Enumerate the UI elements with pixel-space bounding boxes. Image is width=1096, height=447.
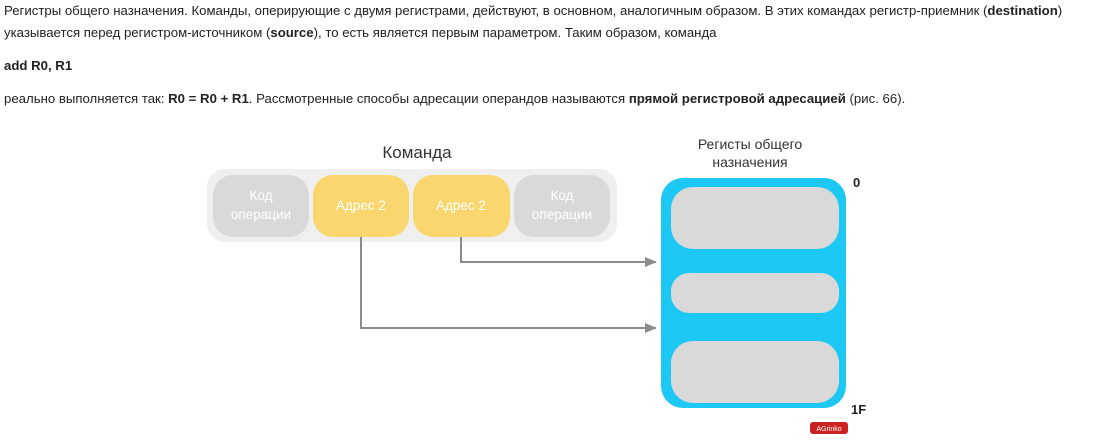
intro-paragraph: Регистры общего назначения. Команды, опе… bbox=[4, 3, 1063, 40]
explanation-paragraph: реально выполняется так: R0 = R0 + R1. Р… bbox=[4, 91, 906, 106]
register-cell-middle bbox=[671, 273, 839, 313]
arrow-from-address-2 bbox=[460, 237, 657, 267]
expression: R0 = R0 + R1 bbox=[168, 91, 249, 106]
opcode-field-left bbox=[213, 175, 309, 237]
register-index-start: 0 bbox=[853, 175, 860, 190]
opcode-left-line2: операции bbox=[231, 207, 291, 222]
registers-title-line1: Регисты общего bbox=[698, 136, 803, 152]
registers-title-line2: назначения bbox=[712, 154, 787, 170]
command-title: Команда bbox=[382, 143, 452, 162]
destination-term: destination bbox=[987, 3, 1058, 18]
address-field-1 bbox=[313, 175, 409, 237]
addressing-term: прямой регистровой адресацией bbox=[628, 91, 846, 106]
opcode-right-line1: Код bbox=[551, 188, 574, 203]
arrow-from-address-1 bbox=[360, 237, 657, 333]
code-example: add R0, R1 bbox=[4, 58, 73, 73]
opcode-field-right bbox=[514, 175, 610, 237]
address-field-1-label: Адрес 2 bbox=[336, 198, 386, 213]
address-field-2 bbox=[413, 175, 510, 237]
source-term: source bbox=[270, 25, 314, 40]
command-container bbox=[207, 169, 617, 242]
register-cell-bottom bbox=[671, 341, 839, 403]
register-cell-top bbox=[671, 187, 839, 249]
opcode-left-line1: Код bbox=[250, 188, 273, 203]
author-logo bbox=[810, 422, 848, 434]
register-index-end: 1F bbox=[851, 402, 866, 417]
address-field-2-label: Адрес 2 bbox=[436, 198, 486, 213]
author-logo-text: AGrinko bbox=[816, 426, 841, 433]
opcode-right-line2: операции bbox=[532, 207, 592, 222]
